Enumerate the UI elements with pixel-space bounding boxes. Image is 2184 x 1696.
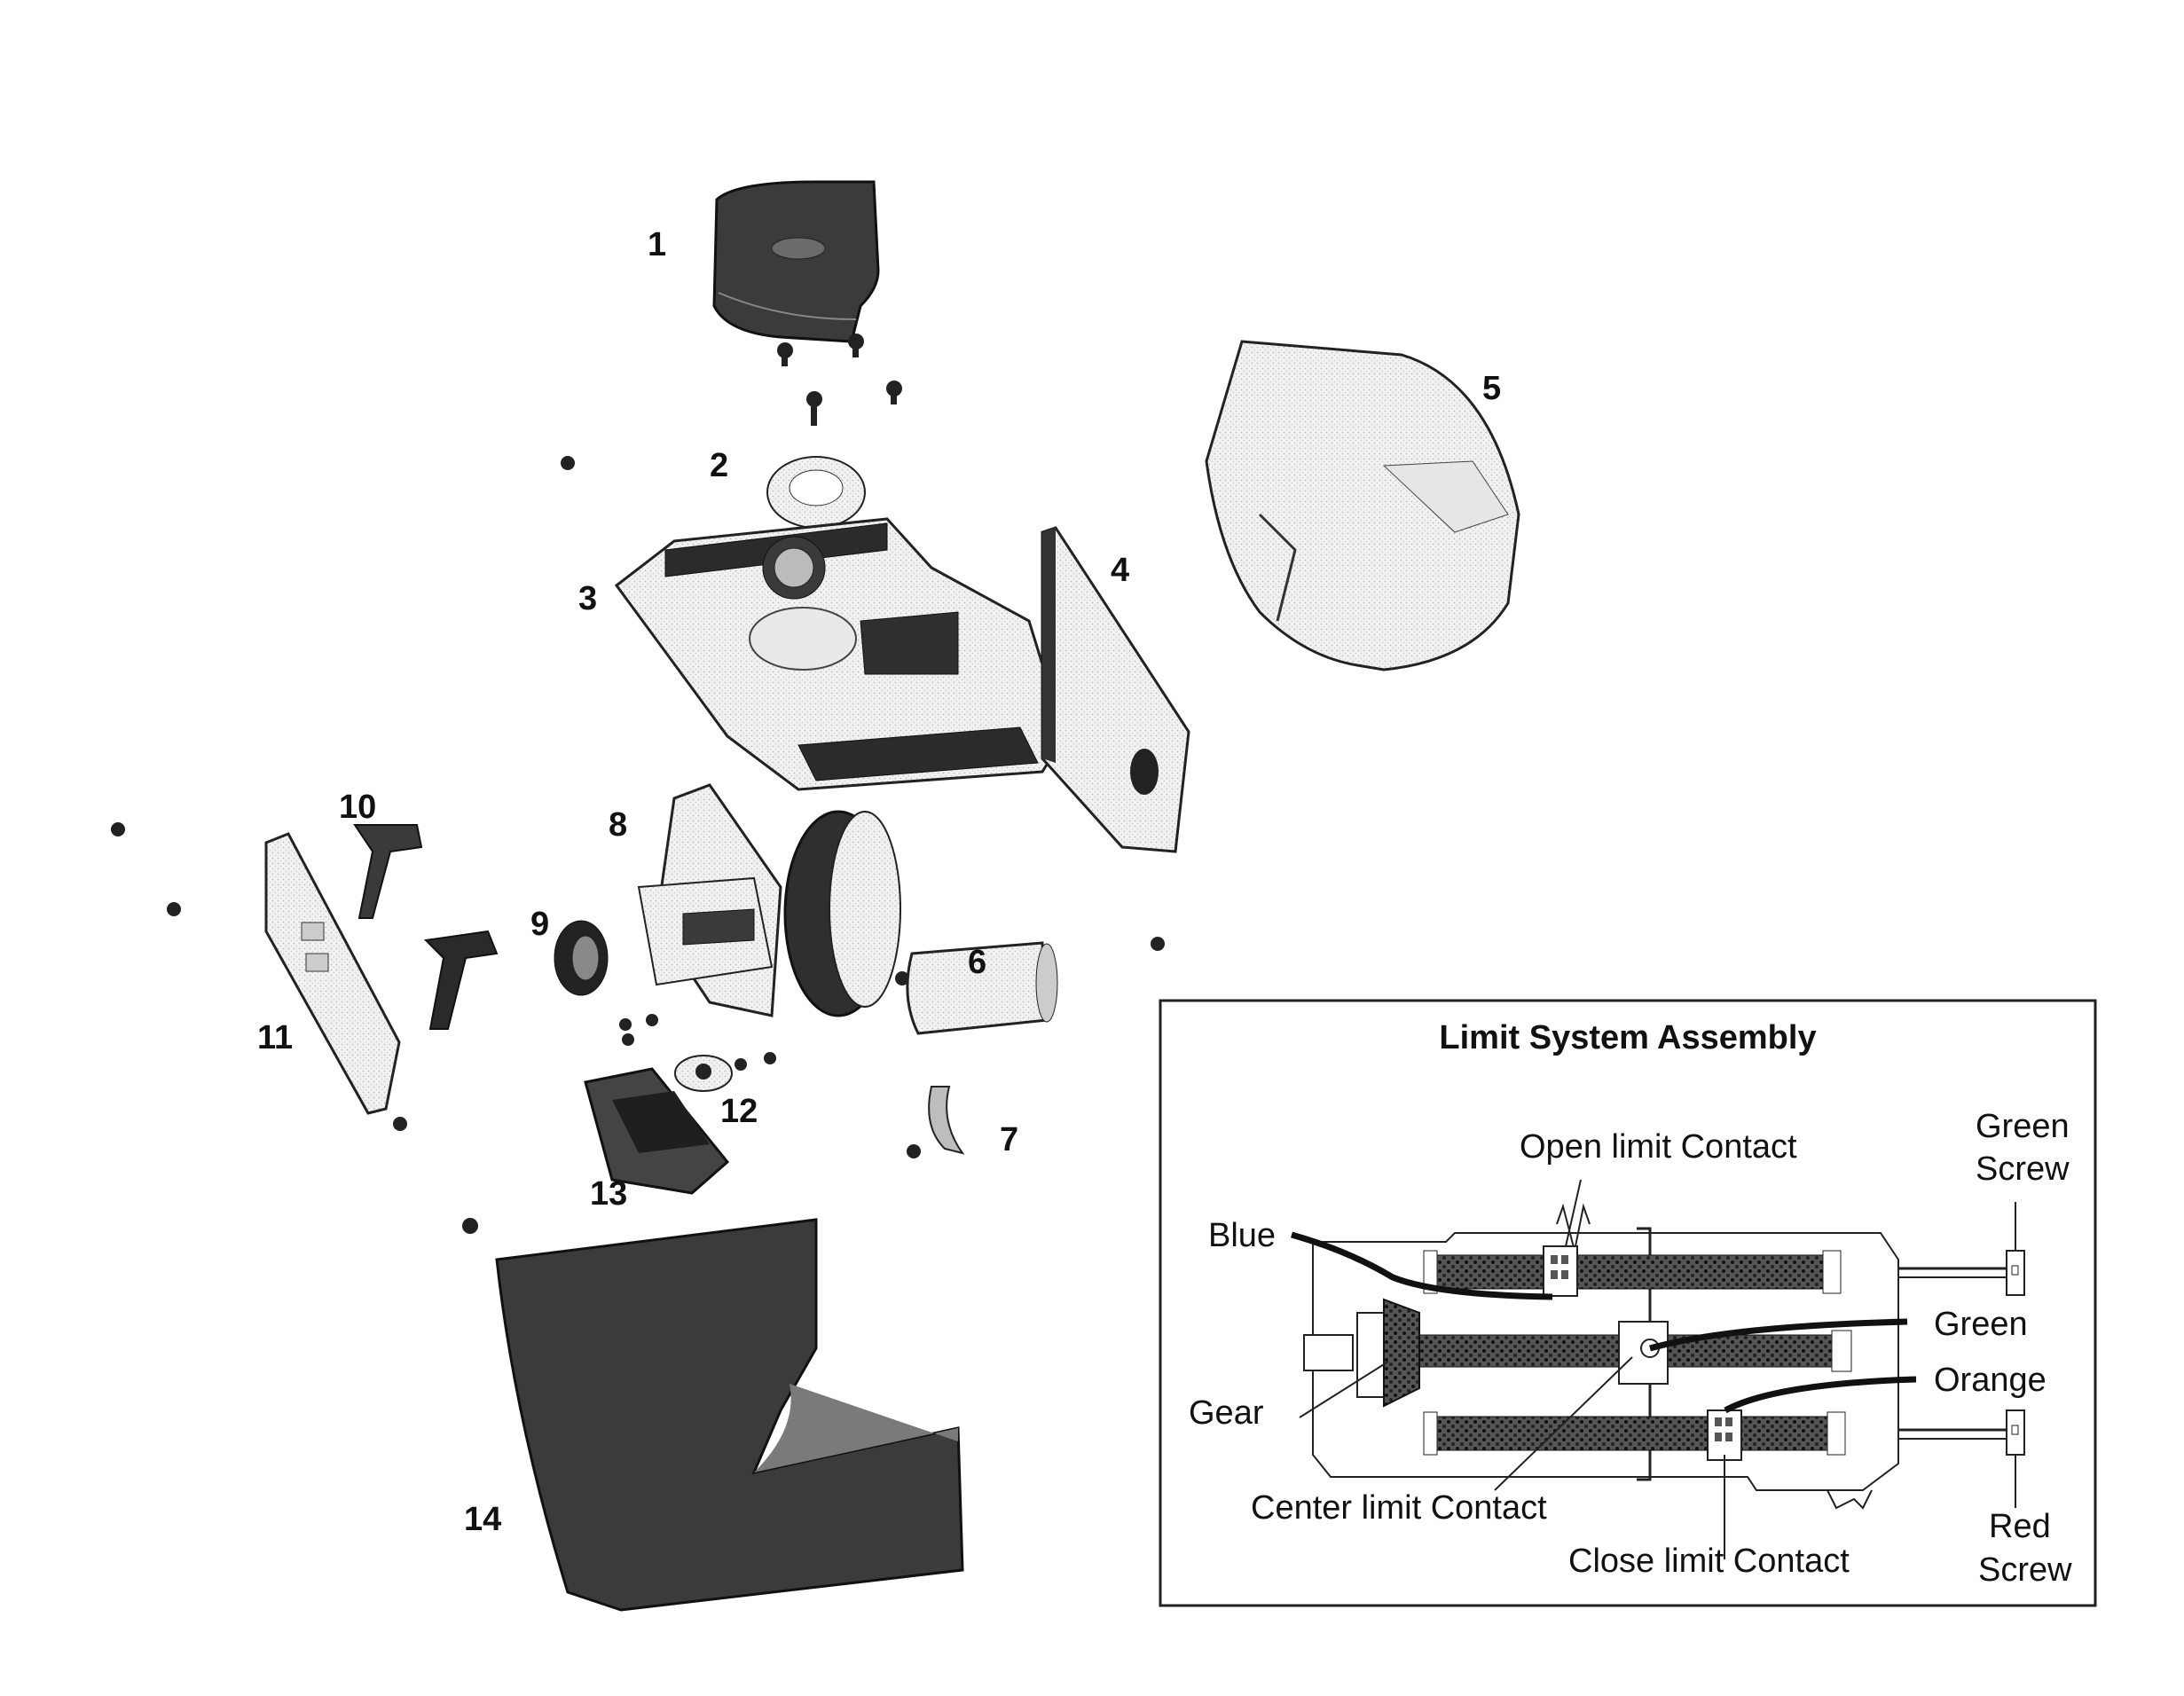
- label-open-limit-contact: Open limit Contact: [1520, 1128, 1797, 1166]
- label-center-limit-contact: Center limit Contact: [1251, 1489, 1547, 1527]
- part-5-light-lens: [1205, 340, 1520, 671]
- label-green-wire: Green: [1934, 1306, 2028, 1343]
- part-label-6: 6: [968, 944, 986, 981]
- label-red-screw-line2: Screw: [1978, 1551, 2072, 1589]
- part-8-motor: [637, 783, 901, 1017]
- part-label-10: 10: [339, 789, 376, 826]
- label-close-limit-contact: Close limit Contact: [1568, 1543, 1850, 1580]
- label-green-screw-line2: Screw: [1976, 1150, 2070, 1188]
- part-label-5: 5: [1482, 370, 1501, 407]
- part-label-13: 13: [590, 1175, 627, 1213]
- label-gear: Gear: [1189, 1394, 1264, 1432]
- part-9-gear: [554, 920, 609, 996]
- part-label-1: 1: [648, 226, 666, 263]
- part-13-limit-assembly: [584, 1067, 730, 1195]
- label-blue-wire: Blue: [1208, 1217, 1276, 1254]
- part-11-board: [264, 832, 499, 1115]
- part-label-4: 4: [1111, 552, 1129, 589]
- part-14-bottom-pan: [495, 1218, 964, 1612]
- label-green-screw-line1: Green: [1976, 1108, 2070, 1145]
- part-6-capacitor: [906, 941, 1058, 1035]
- label-orange-wire: Orange: [1934, 1362, 2047, 1399]
- part-label-8: 8: [609, 806, 627, 844]
- part-12-limit-gear: [674, 1055, 733, 1092]
- part-label-2: 2: [710, 447, 728, 484]
- part-7-clip: [928, 1086, 965, 1155]
- limit-system-inset: Limit System Assembly: [1159, 999, 2097, 1607]
- inset-title: Limit System Assembly: [1439, 1019, 1816, 1056]
- part-label-14: 14: [464, 1501, 501, 1538]
- part-label-11: 11: [257, 1019, 293, 1056]
- part-10-cam: [353, 824, 423, 919]
- part-label-7: 7: [1000, 1121, 1018, 1158]
- part-4-side-plate: [1041, 526, 1190, 853]
- part-3-chassis: [614, 517, 1066, 791]
- screws: [111, 334, 1165, 1234]
- part-1-top-cover: [712, 180, 880, 343]
- part-2-sprocket: [766, 456, 866, 529]
- part-label-12: 12: [720, 1093, 758, 1130]
- part-number-labels: 1 2 3 4 5 6 7 8 9 10 11 12 13 14: [257, 226, 1501, 1538]
- part-label-3: 3: [578, 580, 597, 617]
- label-red-screw-line1: Red: [1989, 1508, 2051, 1545]
- part-label-9: 9: [530, 906, 549, 943]
